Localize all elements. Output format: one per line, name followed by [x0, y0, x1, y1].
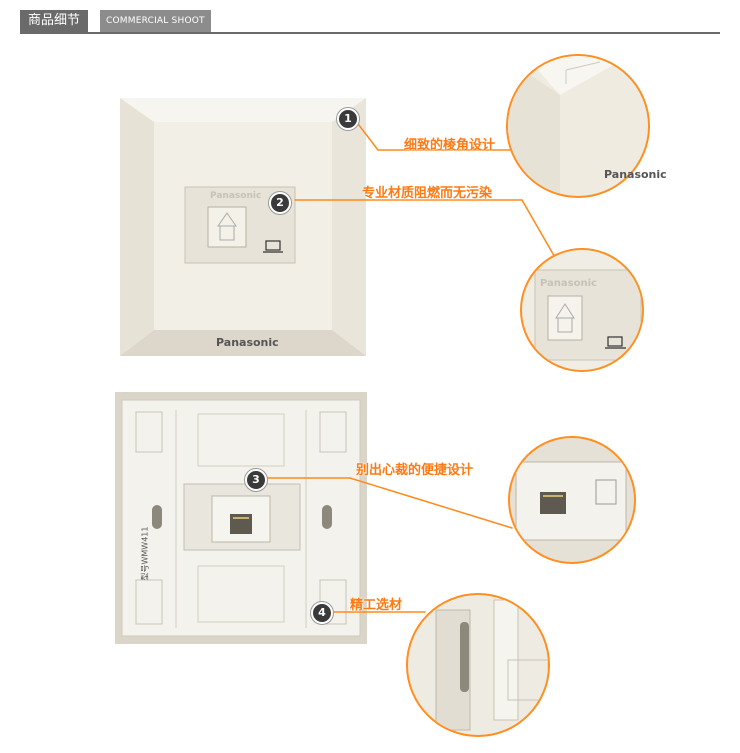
front-plate-logo: Panasonic: [216, 336, 279, 349]
zoom-circle-socket: [520, 248, 644, 372]
front-plate: [120, 98, 366, 356]
zoom-circle-material: [406, 593, 550, 737]
callout-number-3: 3: [245, 469, 267, 491]
callout-text-2: 专业材质阻燃而无污染: [362, 186, 493, 201]
socket-logo: Panasonic: [210, 191, 262, 201]
model-label: 型号WMW411: [140, 526, 150, 581]
callout-text-4: 精工选材: [350, 598, 403, 613]
zoom-logo-socket: Panasonic: [540, 278, 597, 289]
callout-lines: [261, 119, 569, 613]
zoom-circle-corner: [506, 54, 650, 198]
header-divider: [20, 32, 720, 34]
zoom-logo-corner: Panasonic: [604, 168, 667, 181]
callout-number-2: 2: [269, 192, 291, 214]
callout-number-4: 4: [311, 602, 333, 624]
section-header: 商品细节 COMMERCIAL SHOOT: [20, 8, 720, 34]
header-subtitle: COMMERCIAL SHOOT: [100, 10, 211, 32]
callout-number-1: 1: [337, 108, 359, 130]
callout-text-1: 细致的棱角设计: [404, 138, 496, 153]
header-title: 商品细节: [20, 10, 89, 32]
callout-text-3: 别出心裁的便捷设计: [356, 463, 474, 478]
zoom-circle-module: [508, 436, 636, 564]
